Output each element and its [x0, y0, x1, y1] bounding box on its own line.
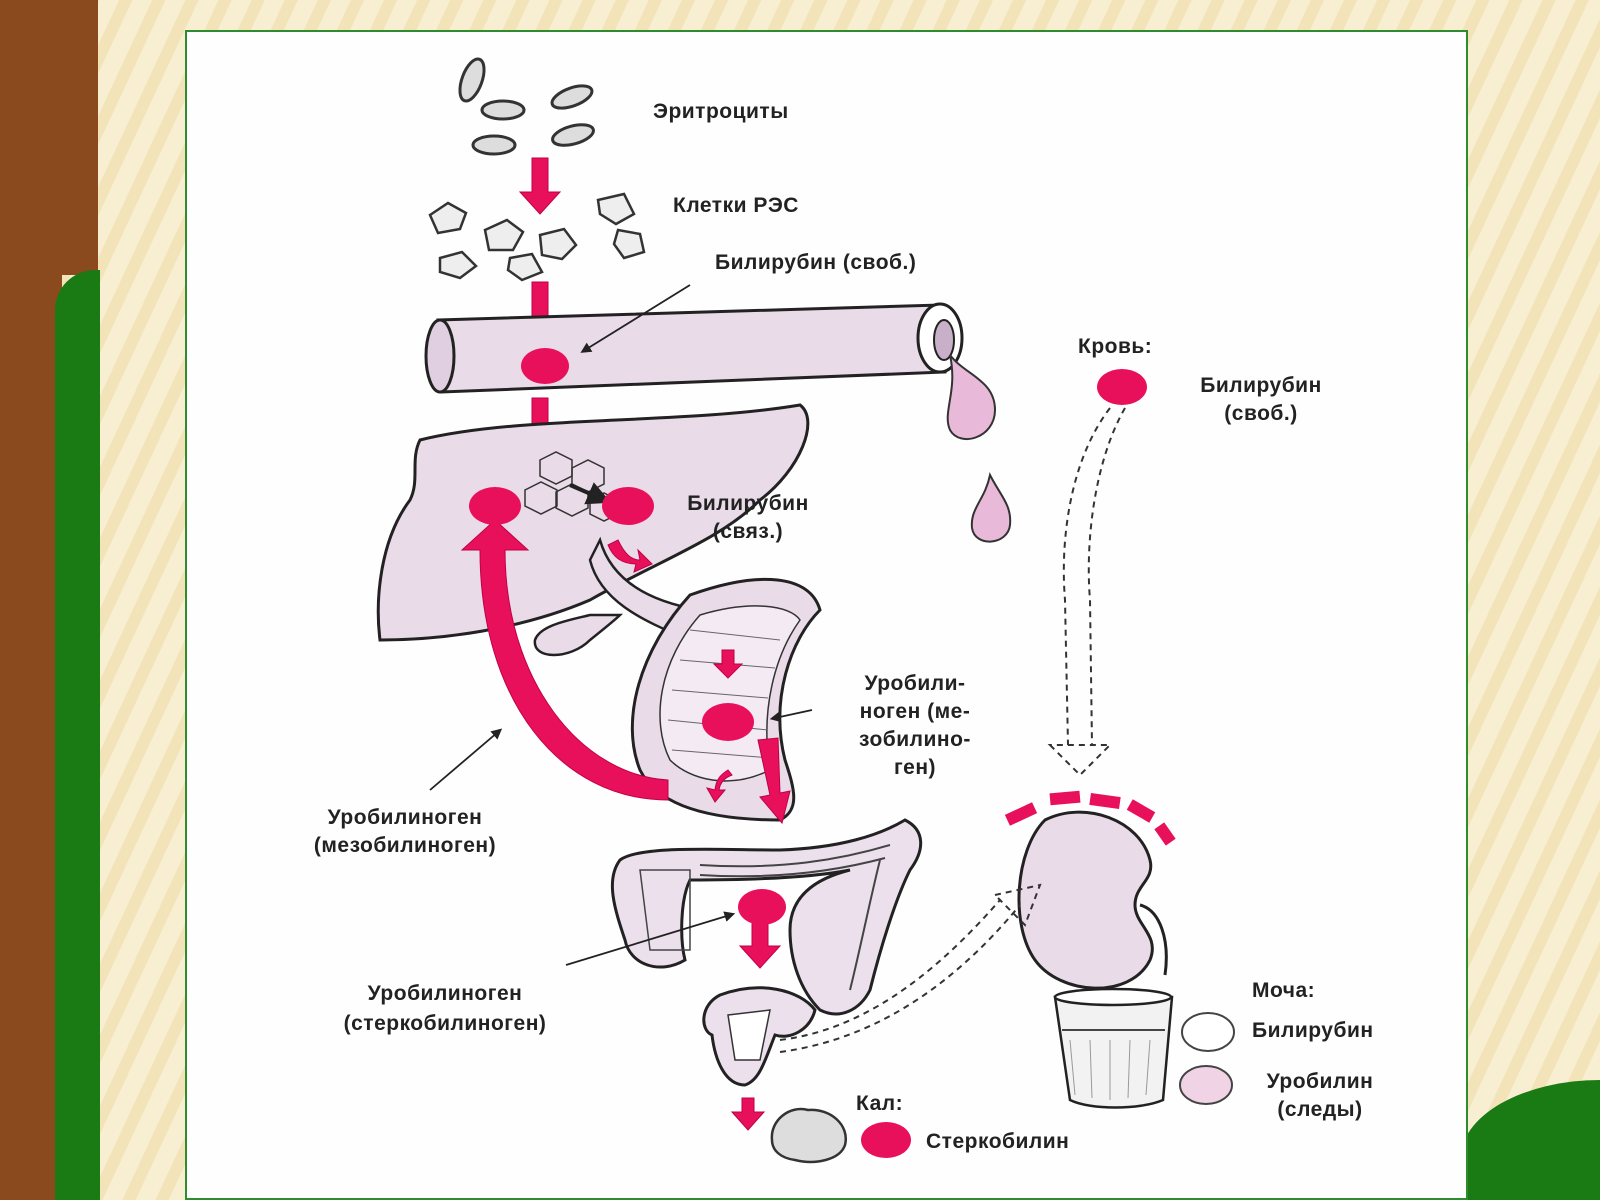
urine-bilirubin-label: Билирубин [1252, 1019, 1374, 1042]
res-cells-icon [428, 192, 646, 282]
urobilinogen-sterco-label-line1: Уробилиноген [367, 982, 523, 1005]
feces-icon [770, 1107, 848, 1164]
blood-header-label: Кровь: [1078, 335, 1153, 358]
urine-urobilin-label-line2: (следы) [1277, 1098, 1363, 1121]
blood-to-kidney-flow [1047, 407, 1126, 777]
urobilinogen-meso-label-line2: (мезобилиноген) [313, 834, 497, 857]
bilirubin-markers [469, 348, 1147, 1158]
colon-icon [610, 818, 923, 1087]
urine-glass-icon [1053, 987, 1174, 1109]
bilirubin-bound-label-line2: (связ.) [712, 520, 784, 543]
bilirubin-free-label: Билирубин (своб.) [715, 251, 917, 274]
conjugation-arrow [569, 482, 612, 505]
stercobilin-label: Стеркобилин [926, 1130, 1070, 1153]
slide-left-border-top [62, 0, 98, 275]
res-cells-label: Клетки РЭС [673, 194, 799, 217]
urobilinogen-meso-label-line1: Уробилиноген [327, 806, 483, 829]
slide-left-border [0, 0, 62, 1200]
urine-urobilin-legend-icon [1179, 1065, 1233, 1105]
urine-header-label: Моча: [1252, 979, 1316, 1002]
urine-bilirubin-legend-icon [1181, 1012, 1235, 1052]
kidney-icon [1004, 790, 1176, 990]
pathway-arrows-lower [607, 539, 791, 1131]
erythrocytes-icon [458, 57, 595, 156]
slide-green-band [55, 270, 100, 1200]
urobilinogen-intestine-label-line2: ноген (ме- [859, 700, 971, 723]
blood-bilirubin-label-line1: Билирубин [1200, 374, 1322, 397]
blood-bilirubin-label-line2: (своб.) [1224, 402, 1298, 425]
urobilinogen-intestine-label-line4: ген) [893, 756, 937, 779]
erythrocytes-label: Эритроциты [653, 100, 789, 123]
label-pointer-lines [429, 284, 813, 966]
urobilinogen-sterco-label-line2: (стеркобилиноген) [343, 1012, 547, 1035]
bilirubin-bound-label-line1: Билирубин [687, 492, 809, 515]
colon-to-kidney-flow [779, 883, 1042, 1053]
urine-urobilin-label-line1: Уробилин [1266, 1070, 1374, 1093]
feces-header-label: Кал: [856, 1092, 904, 1115]
urobilinogen-intestine-label-line3: зобилино- [859, 728, 971, 751]
urobilinogen-intestine-label-line1: Уробили- [864, 672, 966, 695]
pathway-arrows-upper [518, 157, 562, 451]
